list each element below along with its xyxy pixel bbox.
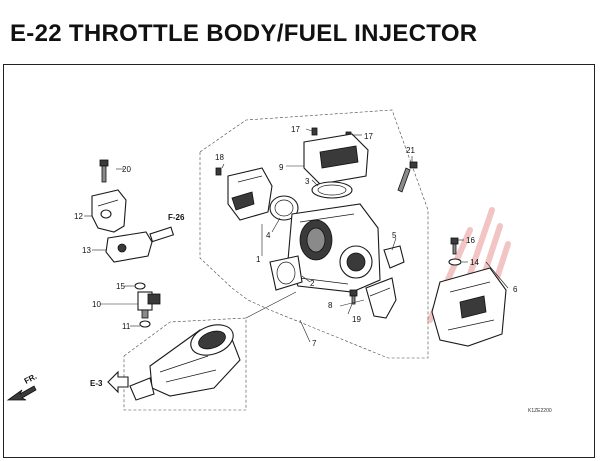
callout-14: 14 <box>470 258 479 267</box>
part-screw-18 <box>215 167 222 176</box>
callout-10: 10 <box>92 300 101 309</box>
part-sensor-housing <box>227 167 273 221</box>
callout-3: 3 <box>305 177 310 186</box>
part-bolt-21 <box>397 161 418 193</box>
ref-e3: E-3 <box>90 379 103 388</box>
part-bolt-20 <box>99 159 109 183</box>
callout-labels: 1 2 3 4 5 6 7 8 9 10 11 12 13 14 15 16 1… <box>74 125 518 348</box>
callout-11: 11 <box>122 322 131 331</box>
callout-21: 21 <box>406 146 415 155</box>
diagram-frame <box>3 64 595 458</box>
part-oring-4 <box>269 195 299 221</box>
callout-13: 13 <box>82 246 91 255</box>
part-bracket-12 <box>91 189 127 233</box>
part-washer-14 <box>448 258 462 266</box>
callout-5: 5 <box>392 231 397 240</box>
callout-16: 16 <box>466 236 475 245</box>
boundary-link <box>245 291 297 319</box>
part-bracket-8 <box>365 277 397 319</box>
e3-arrow <box>107 370 129 394</box>
part-seal-15 <box>134 282 146 290</box>
part-screw-17a <box>311 127 318 136</box>
callout-19: 19 <box>352 315 361 324</box>
lower-boundary <box>123 317 247 411</box>
callout-17a: 17 <box>291 125 300 134</box>
leader-lines <box>84 128 509 343</box>
part-gasket-3 <box>311 181 353 199</box>
callout-18: 18 <box>215 153 224 162</box>
part-clip-5 <box>383 245 405 269</box>
callout-17b: 17 <box>364 132 373 141</box>
callout-7: 7 <box>312 339 317 348</box>
callout-9: 9 <box>279 163 284 172</box>
part-seal-11 <box>139 320 151 328</box>
callout-2: 2 <box>310 279 315 288</box>
part-bolt-16 <box>450 237 459 255</box>
callout-12: 12 <box>74 212 83 221</box>
callout-20: 20 <box>122 165 131 174</box>
callout-1: 1 <box>256 255 261 264</box>
drawing-code: K1ZE2200 <box>528 408 552 414</box>
callout-6: 6 <box>513 285 518 294</box>
front-arrow-icon <box>6 385 37 401</box>
callout-4: 4 <box>266 231 271 240</box>
callout-15: 15 <box>116 282 125 291</box>
part-cover-6 <box>431 267 507 347</box>
part-gasket-2 <box>269 255 303 291</box>
ref-front: FR. <box>23 372 39 386</box>
part-bolt-19 <box>349 289 358 305</box>
part-cap-13 <box>105 226 175 263</box>
part-throttle-body-1 <box>287 203 381 293</box>
page-title: E-22 THROTTLE BODY/FUEL INJECTOR <box>10 20 478 47</box>
part-injector-10 <box>137 291 161 319</box>
callout-8: 8 <box>328 301 333 310</box>
part-intake-duct-7 <box>129 324 241 401</box>
assembly-boundary <box>199 109 429 359</box>
ref-f26: F-26 <box>168 213 185 222</box>
part-connector-cover-9 <box>303 133 369 185</box>
